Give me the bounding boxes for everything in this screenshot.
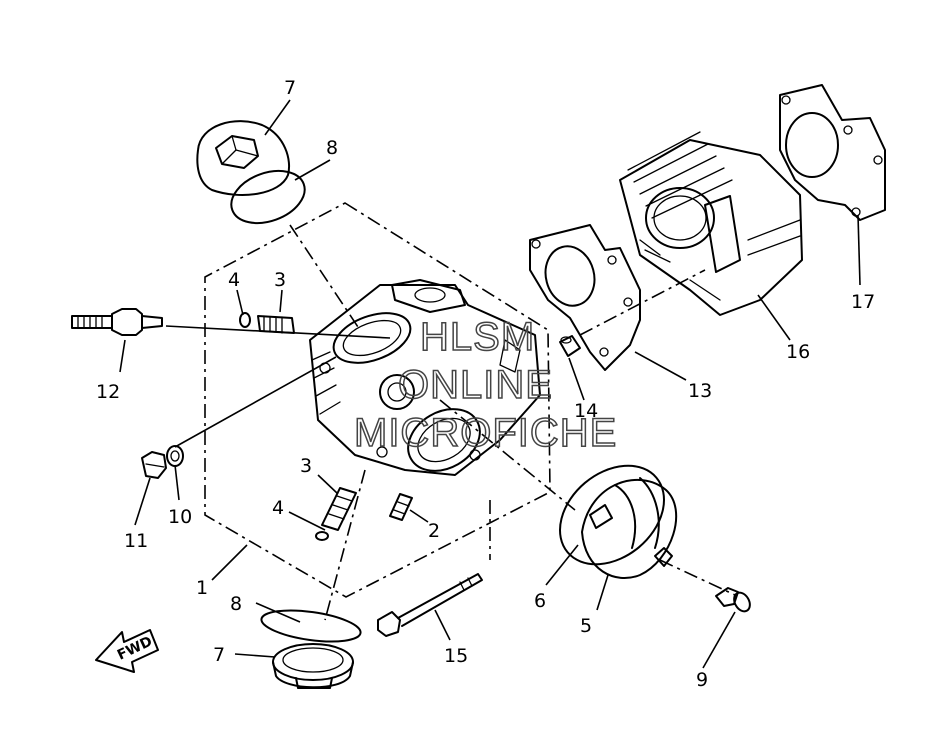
callout-11: 11 <box>124 530 148 552</box>
callout-8-top: 8 <box>326 137 338 159</box>
filler-cap-lower <box>272 643 354 689</box>
callout-4-lower: 4 <box>272 497 284 519</box>
callout-13: 13 <box>688 380 712 402</box>
cylinder-head <box>309 279 541 476</box>
watermark-line-3: MICROFICHE <box>354 411 617 455</box>
watermark: HLSM ONLINE MICROFICHE <box>353 314 617 456</box>
callout-5: 5 <box>580 615 592 637</box>
spark-plug <box>71 308 163 336</box>
callout-1: 1 <box>196 577 208 599</box>
cover-screw <box>715 587 751 613</box>
callout-4-top: 4 <box>228 269 240 291</box>
o-ring-top <box>230 169 306 225</box>
head-gasket <box>529 224 641 371</box>
stud-lower <box>321 487 357 531</box>
callout-14: 14 <box>574 400 598 422</box>
callout-3-top: 3 <box>274 269 286 291</box>
clip-lower <box>315 531 329 541</box>
callout-17: 17 <box>851 291 875 313</box>
callout-8-lower: 8 <box>230 593 242 615</box>
callout-10: 10 <box>168 506 192 528</box>
dowel-pin <box>389 493 413 521</box>
side-cover <box>581 477 677 580</box>
cylinder-dowel <box>559 335 581 357</box>
long-bolt <box>377 573 483 637</box>
callout-7-lower: 7 <box>213 644 225 666</box>
callout-2: 2 <box>428 520 440 542</box>
drain-plug <box>141 451 167 479</box>
stud-top <box>257 315 295 334</box>
washer <box>166 445 184 467</box>
watermark-line-1: HLSM <box>420 315 535 359</box>
callout-12: 12 <box>96 381 120 403</box>
fwd-label: FWD <box>115 634 155 664</box>
callout-6: 6 <box>534 590 546 612</box>
alignment-lines <box>289 224 736 621</box>
o-ring-lower <box>260 609 362 643</box>
forward-direction-arrow: FWD <box>95 629 159 673</box>
callout-15: 15 <box>444 645 468 667</box>
callout-3-lower: 3 <box>300 455 312 477</box>
cylinder-block <box>619 131 803 316</box>
callout-numbers: 7 8 4 3 12 11 10 3 4 2 1 8 7 15 6 5 9 14… <box>96 77 875 691</box>
clip-top <box>239 312 251 328</box>
callout-9: 9 <box>696 669 708 691</box>
watermark-line-2: ONLINE <box>398 363 553 407</box>
filler-cap-top <box>196 120 290 196</box>
side-gasket <box>559 464 665 566</box>
callout-7-top: 7 <box>284 77 296 99</box>
callout-16: 16 <box>786 341 810 363</box>
cylinder-head-assembly-outline <box>204 202 551 598</box>
base-gasket <box>779 84 886 221</box>
